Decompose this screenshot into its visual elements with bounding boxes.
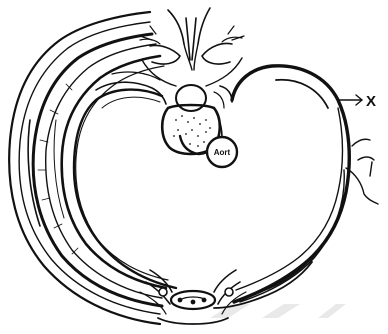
right-dorsal-connection bbox=[214, 86, 232, 108]
aorta bbox=[180, 112, 237, 167]
left-cavity-lining bbox=[74, 90, 176, 288]
right-skin-branches bbox=[346, 139, 378, 204]
left-visceral-band bbox=[96, 72, 166, 104]
pointer-arrow bbox=[340, 95, 362, 105]
vertebral-body-texture bbox=[173, 115, 211, 147]
vertebra bbox=[140, 8, 244, 154]
pointer-label: X bbox=[366, 93, 376, 110]
aorta-label: Aort bbox=[214, 148, 231, 157]
